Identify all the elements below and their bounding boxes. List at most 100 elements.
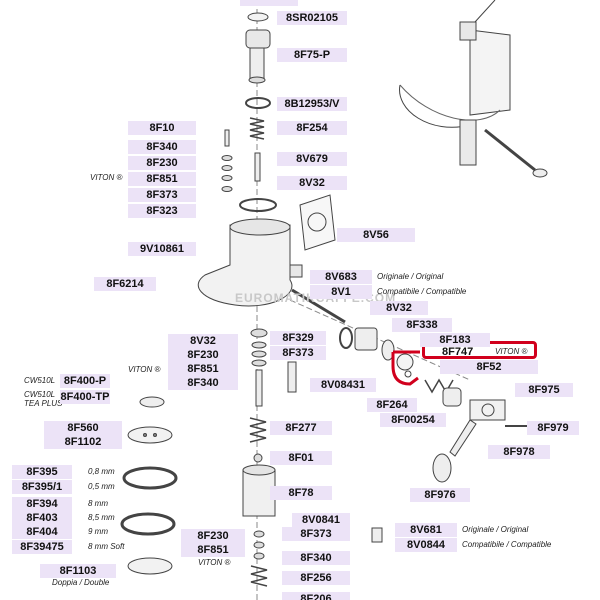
spring-8f277 [249, 417, 267, 443]
part-label-8f978: 8F978 [488, 445, 550, 459]
part-label-8v32: 8V32 [277, 176, 347, 190]
part-label-8f395: 8F395 [12, 465, 72, 479]
accessory-8f400p [139, 396, 165, 408]
spring-8f256 [250, 565, 268, 587]
tea-plus-note: TEA PLUS [24, 399, 63, 408]
part-label-8f340-bottom: 8F340 [282, 551, 350, 565]
part-label-8f01: 8F01 [270, 451, 332, 465]
part-label-8f403: 8F403 [12, 511, 72, 525]
gasket-8f394 [120, 512, 176, 536]
part-label-8v0841: 8V0841 [292, 513, 350, 527]
part-label-8f979: 8F979 [527, 421, 579, 435]
part-label-8f338: 8F338 [392, 318, 452, 332]
part-label-8f165 [240, 0, 298, 6]
part-label-8f78: 8F78 [270, 486, 332, 500]
height-8-note: 8 mm [88, 499, 108, 508]
part-label-8f329: 8F329 [270, 331, 326, 345]
part-label-8f1103: 8F1103 [40, 564, 116, 578]
part-label-8f394: 8F394 [12, 497, 72, 511]
part-label-8v0844: 8V0844 [395, 538, 457, 552]
part-label-8f404: 8F404 [12, 525, 72, 539]
part-label-8f373-bottom: 8F373 [282, 527, 350, 541]
cw510l-note: CW510L [24, 376, 56, 385]
assembled-group-thumbnail [399, 0, 548, 178]
part-label-8v56: 8V56 [337, 228, 415, 242]
thickness-08-note: 0,8 mm [88, 467, 115, 476]
gasket-8v56 [299, 194, 336, 251]
nut-8f75p [245, 29, 271, 49]
part-label-8v681: 8V681 [395, 523, 457, 537]
part-label-8f230-bottom: 8F230 [181, 529, 245, 543]
height-8-soft-note: 8 mm Soft [88, 542, 125, 551]
part-label-8v683: 8V683 [310, 270, 372, 284]
part-label-8f747-highlighted: 8F747 [442, 346, 474, 358]
part-label-8f975: 8F975 [515, 383, 573, 397]
part-label-8f206: 8F206 [282, 592, 350, 600]
filter-8f1103 [127, 557, 173, 575]
part-label-8f373: 8F373 [128, 188, 196, 202]
part-label-8f340: 8F340 [128, 140, 196, 154]
highlight-pointer [391, 352, 419, 386]
part-label-8f183: 8F183 [420, 333, 490, 347]
height-9-note: 9 mm [88, 527, 108, 536]
original-note-2: Originale / Original [462, 525, 529, 534]
part-label-8f6214: 8F6214 [94, 277, 156, 291]
part-label-8v32-lower: 8V32 [168, 334, 238, 348]
part-label-8v08431: 8V08431 [310, 378, 376, 392]
part-label-8f00254: 8F00254 [380, 413, 446, 427]
part-label-8f400-tp: 8F400-TP [60, 390, 110, 404]
lever-8f978 [449, 419, 477, 457]
part-label-8sr02105: 8SR02105 [277, 11, 347, 25]
thickness-05-note: 0,5 mm [88, 482, 115, 491]
washer-8v32 [239, 198, 277, 212]
viton-note-left: VITON ® [128, 365, 161, 374]
part-label-8f851-bottom: 8F851 [181, 543, 245, 557]
tube-8f75p [249, 47, 265, 81]
part-label-8f277: 8F277 [270, 421, 332, 435]
compatible-note: Compatibile / Compatible [377, 287, 467, 296]
knob-8f976 [432, 453, 452, 483]
group-head-body [197, 224, 293, 307]
double-note: Doppia / Double [52, 578, 110, 587]
spring-8f254 [249, 117, 265, 140]
pin-8f10 [224, 129, 230, 147]
part-label-8f230-lower: 8F230 [168, 348, 238, 362]
part-label-8b12953v: 8B12953/V [277, 97, 347, 111]
part-8f747-drawing [396, 353, 414, 371]
viton-note-highlighted: VITON ® [495, 347, 528, 356]
filter-8f560 [127, 426, 173, 444]
part-label-8f75-p: 8F75-P [277, 48, 347, 62]
washer-top [247, 12, 269, 22]
part-label-8f264: 8F264 [367, 398, 417, 412]
part-label-8f1102: 8F1102 [44, 435, 122, 449]
compatible-note-2: Compatibile / Compatible [462, 540, 552, 549]
height-85-note: 8,5 mm [88, 513, 115, 522]
part-label-8f851-lower: 8F851 [168, 362, 238, 376]
part-label-8f256: 8F256 [282, 571, 350, 585]
part-label-8v679: 8V679 [277, 152, 347, 166]
viton-note-bottom: VITON ® [198, 558, 231, 567]
part-label-8f851: 8F851 [128, 172, 196, 186]
part-label-8v1: 8V1 [310, 285, 372, 299]
part-label-8f560: 8F560 [44, 421, 122, 435]
part-label-8f976: 8F976 [410, 488, 470, 502]
part-label-8f400-p: 8F400-P [60, 374, 110, 388]
part-label-8v32-side: 8V32 [370, 301, 428, 315]
part-label-8f39475: 8F39475 [12, 540, 72, 554]
cw510l-note-2: CW510L [24, 390, 56, 399]
original-note: Originale / Original [377, 272, 444, 281]
cylinder-8f78 [242, 469, 276, 517]
oring-8v32-side [339, 327, 353, 349]
part-label-8f52: 8F52 [440, 360, 538, 374]
part-label-8f373-lower: 8F373 [270, 346, 326, 360]
oring-8b12953v [245, 97, 271, 109]
part-label-8f323: 8F323 [128, 204, 196, 218]
pin-8v679 [254, 152, 261, 182]
part-label-9v10861: 9V10861 [128, 242, 196, 256]
part-label-8f230: 8F230 [128, 156, 196, 170]
part-label-8f395-1: 8F395/1 [12, 480, 72, 494]
viton-note: VITON ® [90, 173, 123, 182]
part-label-8f254: 8F254 [277, 121, 347, 135]
